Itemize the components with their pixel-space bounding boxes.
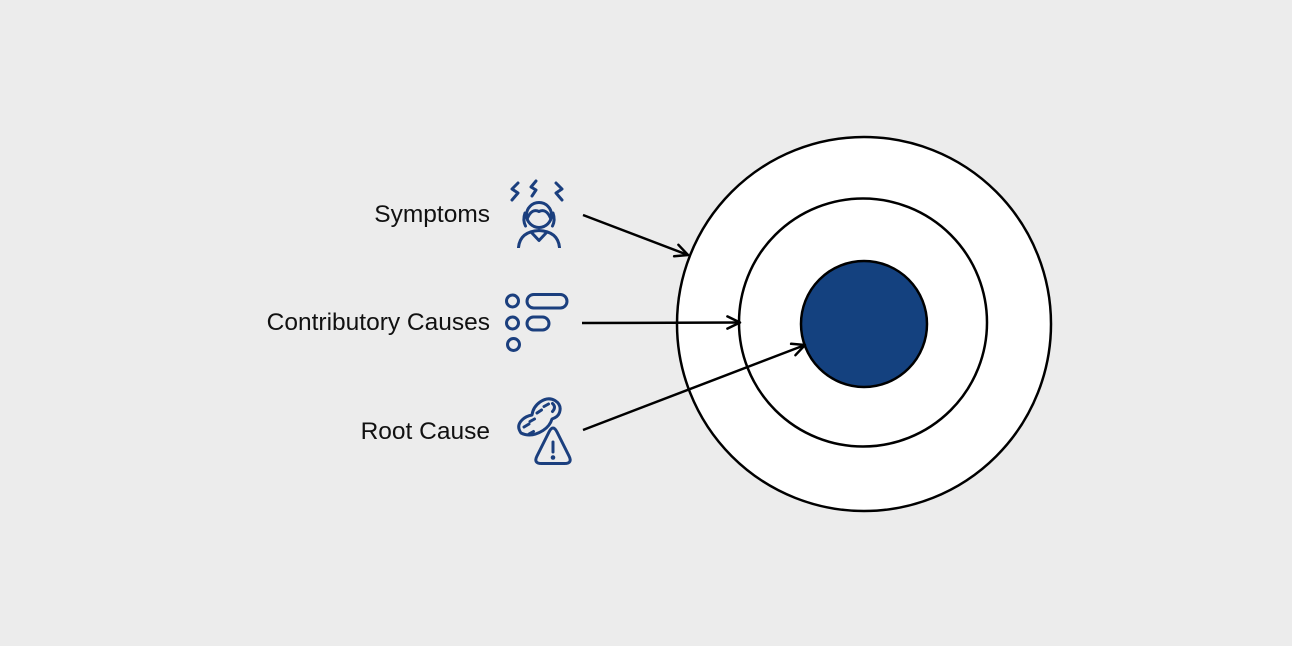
peanut-warning-icon	[517, 397, 572, 465]
symptoms-label: Symptoms	[374, 201, 490, 228]
contributory-causes-label: Contributory Causes	[266, 309, 490, 336]
root-cause-label: Root Cause	[360, 418, 490, 445]
bullseye-center	[799, 259, 929, 389]
stressed-person-icon	[510, 179, 564, 248]
bullet-list-icon	[505, 293, 569, 352]
root-cause-arrow	[582, 342, 807, 432]
symptoms-arrow	[582, 213, 690, 258]
contributory-causes-arrow	[581, 315, 742, 330]
